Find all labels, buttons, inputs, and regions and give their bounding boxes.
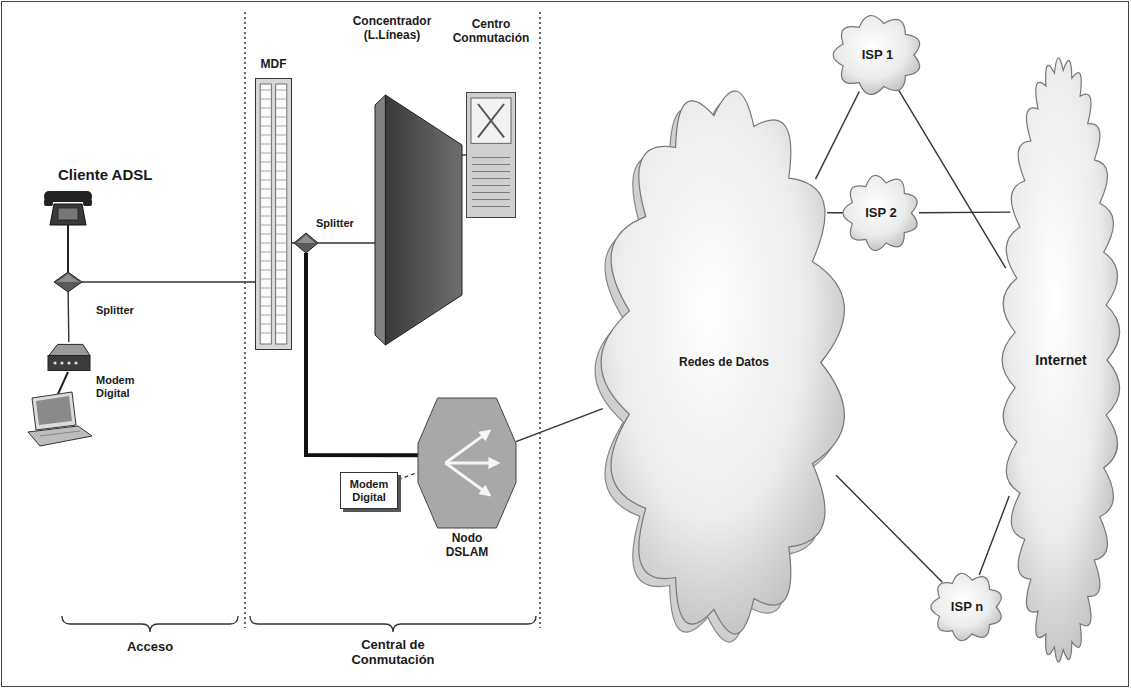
line-connection: [82, 281, 255, 282]
line-connection: [462, 154, 466, 155]
dslam-node: Nodo DSLAM: [418, 398, 516, 528]
telephone: [44, 191, 92, 272]
laptop: [28, 372, 92, 446]
modem-shape: [46, 342, 92, 372]
concentrator-shape: [375, 95, 462, 345]
line-connection: [816, 91, 860, 179]
client-label: Cliente ADSL: [58, 166, 168, 183]
splitter-shape: [54, 272, 82, 292]
line-connection: [836, 475, 942, 582]
switching-center: Centro Conmutación: [466, 92, 516, 218]
modem: Modem Digital: [46, 342, 92, 372]
line-connection: [67, 292, 69, 342]
zone-label: Acceso: [90, 640, 210, 655]
zone-divider: [539, 12, 541, 628]
isp-cloud: ISP 2: [840, 172, 922, 254]
dslam-node-shape: [418, 398, 516, 528]
distribution-frame-shape: [255, 78, 292, 350]
splitter: Splitter: [294, 233, 318, 253]
node-label: Nodo DSLAM: [437, 532, 497, 560]
node-label: Concentrador (L.Líneas): [343, 15, 441, 43]
distribution-frame: MDF: [255, 78, 292, 350]
line-connection: [919, 211, 1010, 213]
brace: [62, 616, 238, 632]
leader-line: [398, 472, 418, 480]
zone-label: Central de Conmutación: [338, 638, 448, 668]
internet-cloud: Internet: [1000, 55, 1122, 665]
brace: [250, 616, 536, 632]
node-label: Centro Conmutación: [445, 18, 537, 46]
node-label: Modem Digital: [96, 374, 154, 399]
line-connection: [827, 212, 843, 213]
concentrator: Concentrador (L.Líneas): [375, 95, 462, 345]
line-connection: [318, 242, 375, 243]
node-text: Modem Digital: [346, 478, 392, 503]
node-text: ISP n: [951, 600, 983, 615]
node-label: Splitter: [96, 304, 156, 317]
splitter-shape: [294, 233, 318, 253]
node-text: Internet: [1035, 352, 1086, 368]
zone-divider: [244, 12, 246, 628]
node-label: Splitter: [316, 217, 368, 230]
line-connection: [899, 90, 1006, 268]
node-text: Redes de Datos: [679, 356, 769, 370]
node-text: ISP 1: [862, 48, 894, 63]
node-label: MDF: [250, 58, 297, 72]
isp-cloud: ISP 1: [830, 12, 925, 98]
node-text: ISP 2: [865, 206, 897, 221]
switching-center-shape: [466, 92, 516, 218]
callout-box: Modem Digital: [340, 472, 398, 509]
line-connection: [979, 496, 1009, 575]
line-connection: [516, 409, 603, 442]
data-cloud: Redes de Datos: [598, 85, 850, 640]
splitter: Splitter: [54, 272, 82, 292]
isp-cloud: ISP n: [928, 570, 1006, 644]
